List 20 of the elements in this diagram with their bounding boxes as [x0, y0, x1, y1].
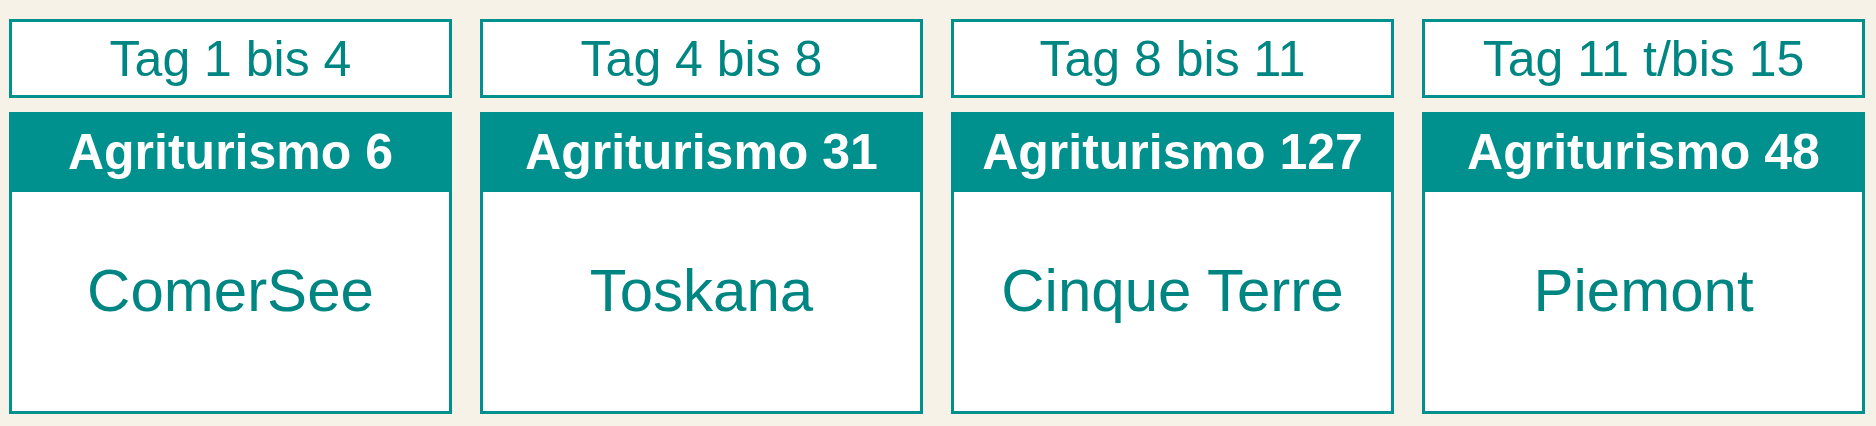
- card-header: Agriturismo 127: [951, 112, 1394, 192]
- day-range-box: [480, 19, 923, 98]
- card-header: Agriturismo 6: [9, 112, 452, 192]
- day-range-box: [9, 19, 452, 98]
- day-range-label: Tag 1 bis 4: [109, 33, 352, 84]
- day-range-label: Tag 11 t/bis 15: [1482, 33, 1805, 84]
- destination-card: [951, 112, 1394, 414]
- destination-name: ComerSee: [87, 260, 374, 321]
- day-range-box: [1422, 19, 1865, 98]
- card-header: Agriturismo 48: [1422, 112, 1865, 192]
- card-header: Agriturismo 31: [480, 112, 923, 192]
- day-range-label: Tag 4 bis 8: [580, 33, 823, 84]
- destination-card: [9, 112, 452, 414]
- day-range-label: Tag 8 bis 11: [1039, 33, 1306, 84]
- destination-name: Toskana: [589, 260, 814, 321]
- destination-card: [1422, 112, 1865, 414]
- destination-name: Cinque Terre: [1001, 260, 1344, 321]
- destination-name: Piemont: [1533, 260, 1754, 321]
- destination-card: [480, 112, 923, 414]
- day-range-box: [951, 19, 1394, 98]
